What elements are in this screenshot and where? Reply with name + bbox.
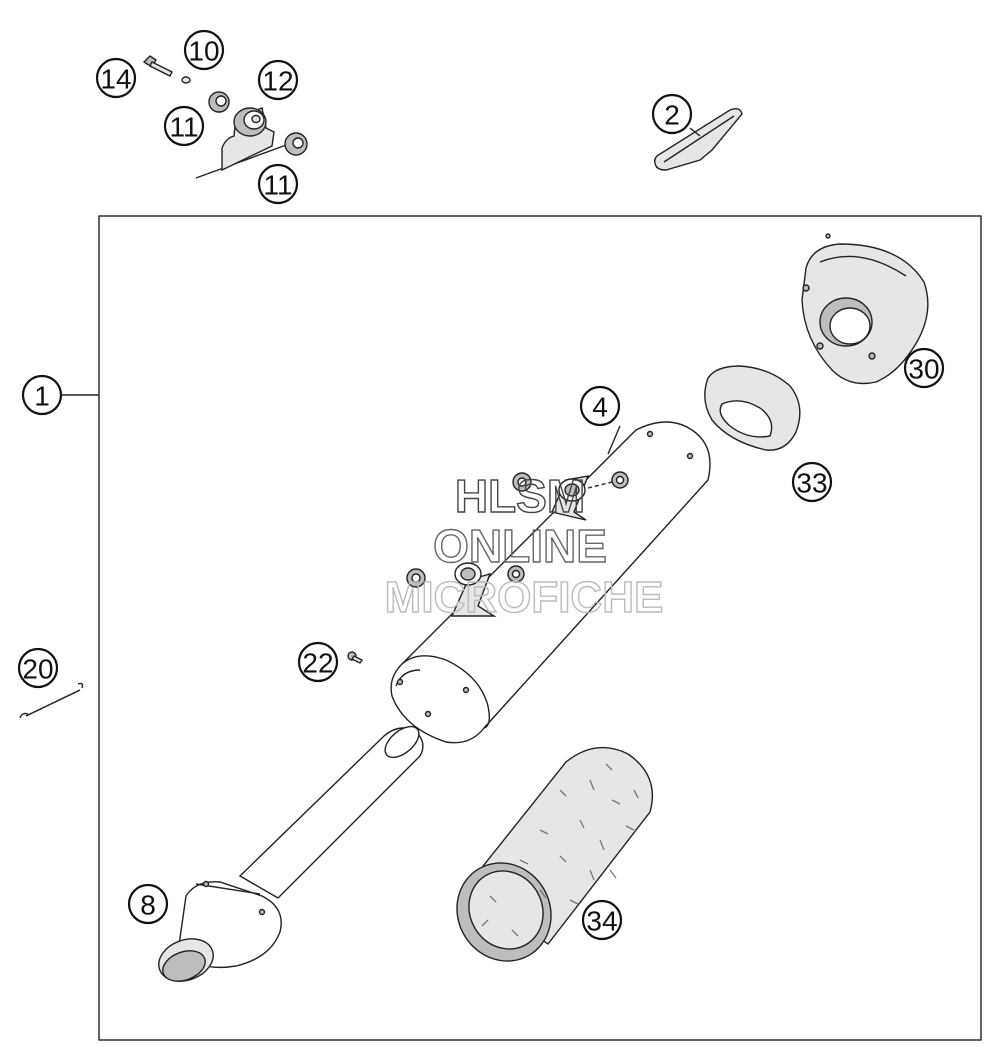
svg-text:2: 2 bbox=[664, 100, 680, 131]
callout-4: 4 bbox=[579, 385, 621, 427]
svg-text:34: 34 bbox=[586, 906, 617, 937]
callout-10: 10 bbox=[183, 29, 225, 71]
callout-8: 8 bbox=[127, 883, 169, 925]
part-30-end-cap bbox=[801, 233, 929, 385]
svg-text:30: 30 bbox=[908, 354, 939, 385]
watermark-line-1: HLSM bbox=[455, 470, 585, 522]
part-33-gasket bbox=[704, 365, 801, 451]
assembly-frame bbox=[98, 215, 982, 1041]
svg-text:11: 11 bbox=[169, 112, 198, 143]
callout-11-lower: 11 bbox=[257, 163, 299, 205]
svg-text:10: 10 bbox=[188, 36, 219, 67]
grommet-12 bbox=[233, 107, 267, 137]
svg-text:8: 8 bbox=[140, 890, 156, 921]
part-2-strip bbox=[653, 107, 743, 171]
svg-text:4: 4 bbox=[592, 392, 608, 423]
svg-text:12: 12 bbox=[262, 66, 293, 97]
svg-text:14: 14 bbox=[100, 64, 131, 95]
part-20-spring bbox=[19, 682, 84, 719]
washer-10 bbox=[181, 76, 191, 84]
part-22-screw bbox=[347, 651, 364, 664]
callout-11-upper: 11 bbox=[163, 105, 205, 147]
callout-14: 14 bbox=[95, 57, 137, 99]
callout-20: 20 bbox=[17, 647, 59, 689]
svg-text:1: 1 bbox=[34, 381, 50, 412]
svg-text:22: 22 bbox=[302, 648, 333, 679]
part-4-muffler-body bbox=[390, 421, 711, 744]
leader-4 bbox=[607, 425, 621, 455]
callout-33: 33 bbox=[791, 461, 833, 503]
svg-text:11: 11 bbox=[263, 170, 292, 201]
svg-text:20: 20 bbox=[22, 654, 53, 685]
callout-12: 12 bbox=[257, 59, 299, 101]
bolt-14 bbox=[142, 55, 173, 77]
callout-2: 2 bbox=[651, 93, 693, 135]
part-34-packing-wool bbox=[456, 746, 654, 962]
watermark-line-2: ONLINE bbox=[433, 520, 607, 572]
mounting-hardware-group bbox=[142, 55, 308, 179]
part-8-inner-tube bbox=[158, 725, 424, 982]
washer-11-upper bbox=[208, 91, 230, 113]
callout-30: 30 bbox=[903, 347, 945, 389]
callout-34: 34 bbox=[581, 899, 623, 941]
svg-text:33: 33 bbox=[796, 468, 827, 499]
callout-1: 1 bbox=[21, 374, 63, 416]
watermark-line-3: MICROFICHE bbox=[385, 573, 664, 622]
callout-22: 22 bbox=[297, 641, 339, 683]
washer-11-lower bbox=[284, 132, 308, 156]
watermark: HLSM ONLINE MICROFICHE bbox=[384, 469, 664, 622]
